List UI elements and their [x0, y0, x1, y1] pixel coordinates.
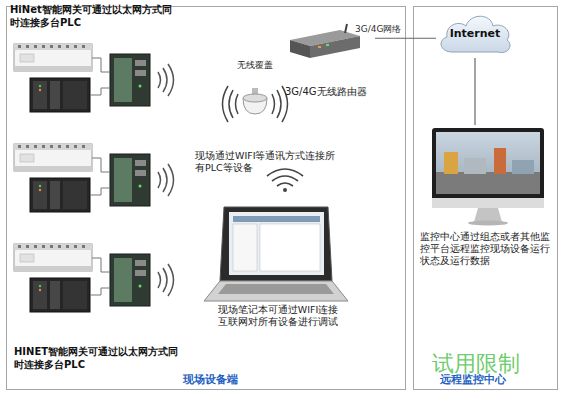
node-text: 3G/4G无线路由器 — [285, 86, 377, 99]
node-text: 监控中心通过组态或者其他监控平台远程监控现场设备运行状态及运行数据 — [420, 231, 551, 267]
wifi-dot — [283, 188, 287, 192]
plc-row — [14, 244, 174, 312]
laptop-node: 现场笔记本可通过WIFI连接互联网对所有设备进行调试 — [205, 203, 350, 335]
laptop-symbol — [204, 207, 348, 301]
wifi-symbol — [267, 169, 303, 192]
plc-row — [14, 44, 174, 112]
scada-tank — [494, 148, 506, 174]
router-led — [326, 44, 329, 46]
node-text: 现场设备端 — [183, 373, 273, 387]
monitor-node: 监控中心通过组态或者其他监控平台远程监控现场设备运行状态及运行数据 — [418, 125, 553, 277]
window-titlebar — [233, 216, 320, 222]
network-link — [474, 58, 475, 125]
monitor-stand — [474, 208, 502, 222]
ap-rim — [243, 94, 267, 102]
wifi-wave — [272, 94, 275, 114]
router-front — [310, 36, 360, 58]
wifi-arc — [272, 176, 298, 181]
region-box: 现场设备端 3G/4G无线路由器 无线覆盖现场笔记本可通过WIFI连接互联网对所有设… — [6, 6, 406, 390]
router-side — [290, 40, 310, 58]
wifi-wave — [223, 86, 229, 122]
router-led — [318, 46, 321, 48]
monitor-screen — [436, 132, 540, 194]
scada-ground — [436, 172, 540, 194]
wifi-arc — [277, 183, 293, 186]
router-antenna — [345, 24, 347, 33]
region-box: 远程监控中心Internet监控中心通过组态或者其他监控平台远程监控现场设备运行… — [413, 6, 558, 390]
edge-label: 3G/4G网络 — [355, 24, 401, 35]
monitor-symbol — [432, 128, 544, 226]
note-text: 现场通过WIFI等通讯方式连接所有PLC等设备 — [195, 150, 343, 174]
window-pane — [260, 224, 320, 271]
wifi-wave — [236, 94, 239, 114]
window-pane — [233, 224, 257, 271]
wifi-arc — [267, 169, 303, 176]
monitor-frame — [432, 128, 544, 208]
router-node: 3G/4G无线路由器 — [283, 26, 375, 98]
monitor-foot — [468, 221, 508, 226]
node-text: 无线覆盖 — [225, 60, 285, 71]
laptop-bezel — [220, 207, 332, 281]
laptop-base — [204, 281, 348, 301]
wifi-wave — [277, 90, 281, 118]
note-text: HiNet智能网关可通过以太网方式同时连接多台PLC — [10, 4, 175, 29]
monitor-chin — [432, 198, 544, 208]
access-point-node: 无线覆盖 — [225, 58, 285, 120]
scada-building — [464, 158, 486, 174]
access-point-symbol — [223, 86, 288, 122]
laptop-keyboard — [218, 284, 334, 294]
scada-building — [512, 160, 534, 174]
scada-tank — [444, 152, 458, 174]
watermark: 试用限制 — [432, 350, 542, 378]
node-text: Internet — [436, 27, 514, 41]
plc-row — [14, 144, 174, 212]
node-text: 现场笔记本可通过WIFI连接互联网对所有设备进行调试 — [215, 304, 341, 328]
note-text: HINET智能网关可通过以太网方式同时连接多台PLC — [14, 346, 179, 371]
laptop-screen — [229, 212, 324, 275]
cloud-node: Internet — [436, 10, 514, 58]
router-symbol — [290, 24, 360, 58]
wifi-wave — [229, 90, 233, 118]
